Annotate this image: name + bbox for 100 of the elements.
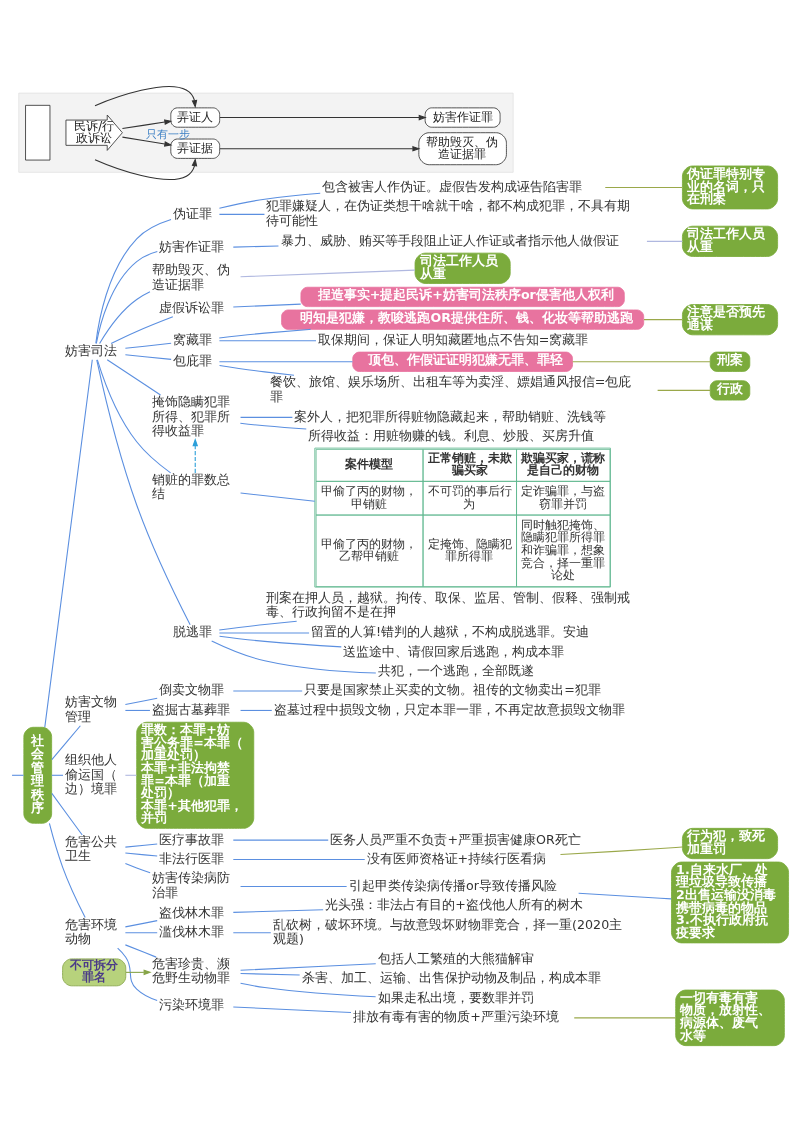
connector [95,219,172,344]
connector [124,354,172,360]
connector [240,492,316,502]
node-text: 光头强：非法占有目的+盗伐他人所有的树木 [325,897,583,913]
node-text: 乱砍树，破坏环境。与故意毁坏财物罪竞合，择一重(2020主观题) [273,916,623,946]
connector [240,416,293,418]
node-text: 暴力、威胁、贿买等手段阻止证人作证或者指示他人做假证 [280,232,619,248]
node-text: 妨害司法 [64,343,117,359]
node-box [25,104,51,161]
connector [96,359,191,626]
node-text: 取保期间，保证人明知藏匿地点不告知=窝藏罪 [317,332,589,348]
node-box: 刑案 [709,351,751,372]
connector [124,774,137,776]
node-text: 帮助毁灭、伪造证据罪 [152,262,231,292]
node-text: 盗掘古墓葬罪 [152,701,231,717]
node-text: 送监途中、请假回家后逃跑，构成本罪 [343,643,565,659]
connector [218,340,317,342]
connector [48,822,86,918]
node-box: 妨害作证罪 [424,107,501,128]
connector [124,843,158,848]
connector [124,862,151,874]
connector [218,213,265,215]
connector [124,709,151,711]
connector [232,245,279,248]
node-text: 排放有毒有害的物质+严重污染环境 [353,1009,559,1025]
node-text: 留置的人算!错判的人越狱，不构成脱逃罪。安迪 [311,624,590,640]
node-text: 掩饰隐瞒犯罪所得、犯罪所得收益罪 [152,394,231,439]
connector [211,640,377,674]
node-box: 明知是犯嫌，教唆逃跑OR提供住所、钱、化妆等帮助逃跑 [281,309,645,330]
connector [124,697,158,706]
edge-label: 只有一步 [146,127,191,141]
connector [218,632,310,634]
node-box: 捏造事实+提起民诉+妨害司法秩序or侵害他人权利 [300,286,625,308]
node-text: 所得收益：用赃物赚的钱。利息、炒股、买房升值 [308,428,595,444]
connector [232,303,302,308]
connector [110,316,174,345]
arrow [94,86,198,109]
connector [240,885,348,887]
connector [232,1006,352,1014]
node-text: 共犯，一个逃跑，全部既遂 [377,663,534,679]
connector [232,690,303,692]
node-text: 医务人员严重不负责+严重损害健康OR死亡 [330,831,581,847]
connector [99,291,151,344]
connector [124,920,158,928]
connector [44,359,93,728]
connector [51,792,83,836]
arrow [192,438,199,474]
node-text: 妨害传染病防治罪 [152,870,231,900]
node-text: 组织他人偷运国（边）境罪 [64,752,117,796]
connector [218,328,312,339]
node-text: 盗墓过程中损毁文物，只定本罪一罪，不再定故意损毁文物罪 [273,701,625,717]
node-text: 危害公共卫生 [64,834,117,864]
connector [240,972,301,976]
connector [232,909,324,913]
node-box: 不可拆分罪名 [62,958,127,987]
node-text: 倒卖文物罪 [159,682,225,698]
node-box: 行为犯，致死加重罚 [682,827,778,860]
connector [240,982,377,998]
node-box: 顶包、作假证证明犯嫌无罪、罪轻 [352,351,573,372]
connector [578,892,672,900]
connector [219,635,342,648]
node-text: 妨害作证罪 [159,239,225,255]
connector [11,774,25,776]
connector [239,422,307,430]
connector [218,192,321,209]
node-text: 危害环境动物 [64,916,117,946]
node-text: 如果走私出境，要数罪并罚 [377,989,534,1005]
connector [218,620,298,631]
connector [96,359,172,474]
node-text: 妨害文物管理 [64,694,117,724]
connector [124,342,172,349]
arrow [219,145,421,152]
node-text: 包含被害人作伪证。虚假告发构成诬告陷害罪 [321,178,582,194]
node-box: 罪数：本罪+妨害公务罪=本罪（加重处罚） 本罪+非法拘禁罪=本罪（加重处罚） 本罪+其他犯罪，并罚 [136,721,255,829]
node-text: 销赃的罪数总结 [152,471,231,502]
node-text: 犯罪嫌疑人，在伪证类想干啥就干啥，都不构成犯罪，不具有期待可能性 [266,198,631,228]
node-text: 没有医师资格证+持续行医看病 [366,850,547,866]
node-box: 行政 [709,380,751,401]
node-text: 伪证罪 [173,205,213,221]
node-text: 只要是国家禁止买卖的文物。祖传的文物卖出=犯罪 [304,682,601,698]
connector [95,251,158,345]
node-text: 盗伐林木罪 [159,904,225,920]
node-box: 伪证罪特别专业的名词，只在刑案 [682,165,778,210]
node-box: 司法工作人员从重 [414,252,511,284]
node-text: 包括人工繁殖的大熊猫解审 [377,951,534,967]
node-text: 危害珍贵、濒危野生动物罪 [152,956,231,986]
node-box: 弄证人 [170,107,221,128]
node-text: 脱逃罪 [173,624,213,640]
node-box: 司法工作人员从重 [682,225,778,257]
connector [106,359,162,396]
node-text: 虚假诉讼罪 [159,300,225,316]
connector [124,944,157,958]
connector [657,389,711,391]
connector [219,365,295,376]
node-box: 1.自来水厂、处理垃圾导致传播 2出售运输没消毒携带病毒的物品 3.不执行政府抗疫要求 [671,861,789,944]
connector [232,932,272,934]
node-text: 滥伐林木罪 [159,924,225,940]
connector [573,1017,677,1019]
connector [646,240,683,242]
connector [240,963,377,971]
